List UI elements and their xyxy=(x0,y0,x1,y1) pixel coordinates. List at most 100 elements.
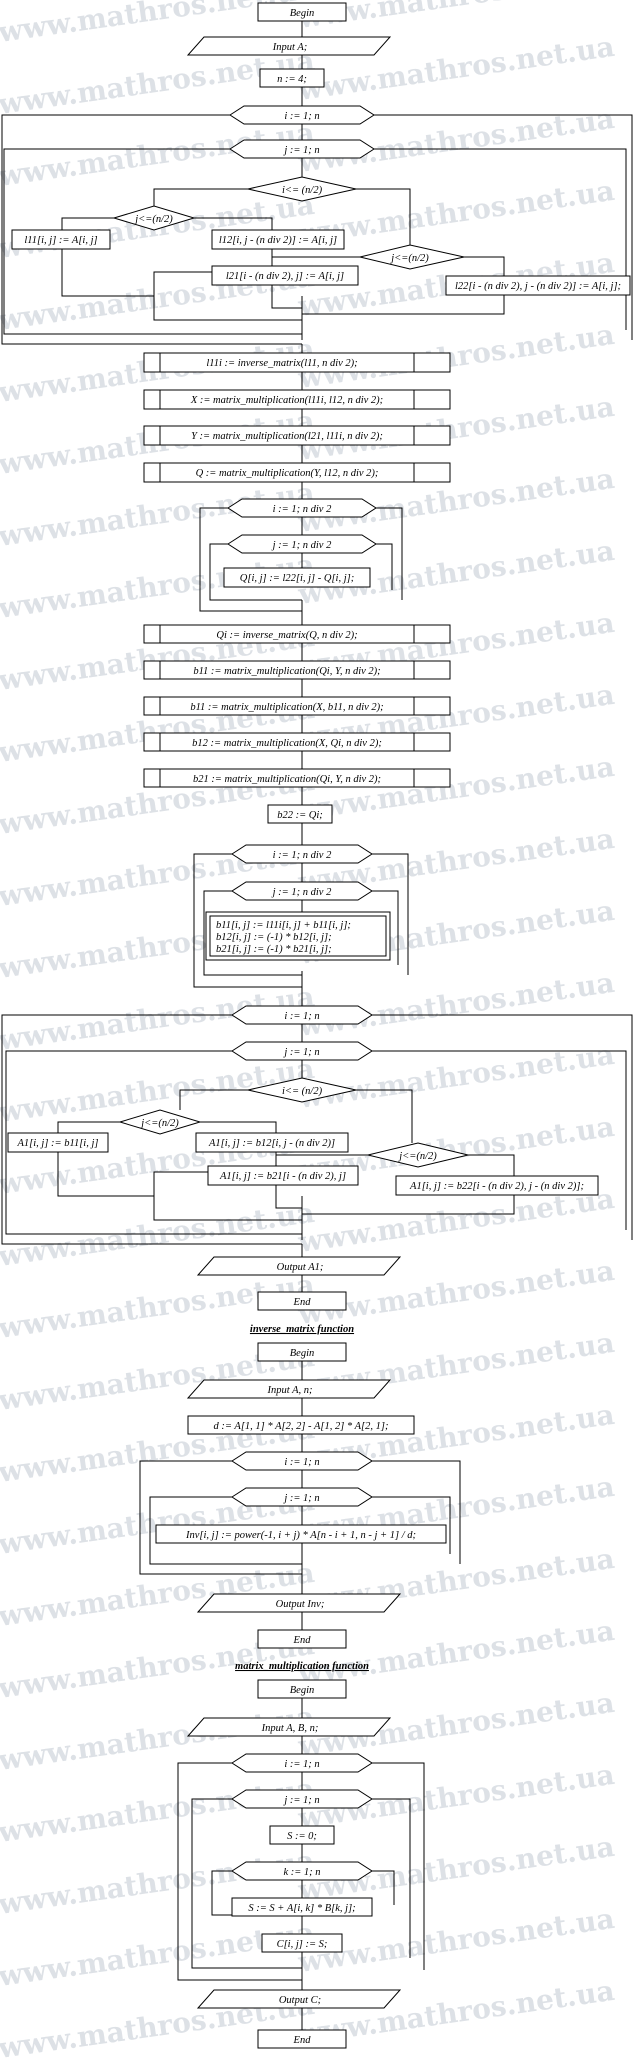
output-io xyxy=(196,1256,402,1276)
l12-label: l12[i, j - (n div 2)] := A[i, j] xyxy=(219,235,337,246)
loop-j3-label: j := 1; n div 2 xyxy=(271,887,332,898)
inverse-matrix-flowchart: inverse_matrix function Begin Input A, n… xyxy=(155,1324,447,1649)
b22-label: b22 := Qi; xyxy=(277,810,323,821)
cond-j-left-decision xyxy=(112,205,196,231)
loop-i3-label: i := 1; n div 2 xyxy=(273,850,332,861)
mult-s0-process xyxy=(269,1825,335,1845)
mult-input-label: Input A, B, n; xyxy=(261,1723,319,1734)
b-update-line-0: b11[i, j] := l11i[i, j] + b11[i, j]; xyxy=(216,920,351,931)
cond-i-label: i<= (n/2) xyxy=(282,185,323,196)
b-update-line-1: b12[i, j] := (-1) * b12[i, j]; xyxy=(216,932,332,943)
a1-11-label: A1[i, j] := b11[i, j] xyxy=(17,1138,99,1149)
b-update-inner xyxy=(209,915,387,957)
end-label: End xyxy=(293,1297,312,1308)
mult-output xyxy=(196,1989,402,2009)
loop-i3 xyxy=(231,844,373,864)
l22-process xyxy=(445,275,631,296)
b21-label: b21 := matrix_multiplication(Qi, Y, n di… xyxy=(193,774,381,785)
mult-c-label: C[i, j] := S; xyxy=(277,1939,328,1950)
mult-end-label: End xyxy=(293,2035,312,2046)
mult-output-label: Output C; xyxy=(279,1995,321,2006)
cond-j4-right-decision xyxy=(367,1142,469,1168)
b11b-label: b11 := matrix_multiplication(X, b11, n d… xyxy=(190,702,383,713)
loop-i4 xyxy=(231,1005,373,1025)
mult-heading: matrix_multiplication function xyxy=(235,1661,369,1672)
inverse-loop-j-label: j := 1; n xyxy=(282,1493,319,1504)
inverse-output xyxy=(196,1593,402,1613)
connector-lines xyxy=(1,21,633,2030)
b11b-process xyxy=(143,696,451,716)
l11i-process xyxy=(143,352,451,373)
b12-process xyxy=(143,732,451,752)
cond-i4-label: i<= (n/2) xyxy=(282,1086,323,1097)
begin-label: Begin xyxy=(290,8,315,19)
x-label: X := matrix_multiplication(l11i, l12, n … xyxy=(190,395,383,406)
loop-j2 xyxy=(227,534,377,554)
qi-process xyxy=(143,624,451,644)
loop-j4 xyxy=(231,1041,373,1061)
a1-11-process xyxy=(7,1132,109,1153)
output-label: Output A1; xyxy=(277,1262,324,1273)
a1-21-process xyxy=(207,1165,359,1186)
b21-process xyxy=(143,768,451,788)
mult-s0-label: S := 0; xyxy=(287,1831,317,1842)
q-update-label: Q[i, j] := l22[i, j] - Q[i, j]; xyxy=(240,573,354,584)
b22-process xyxy=(267,804,333,824)
inverse-output-label: Output Inv; xyxy=(276,1599,325,1610)
a1-22-process xyxy=(395,1175,599,1196)
loop-i1 xyxy=(229,105,375,125)
inverse-inv-process xyxy=(155,1524,447,1544)
inverse-heading: inverse_matrix function xyxy=(250,1324,354,1335)
loop-i1-label: i := 1; n xyxy=(284,111,319,122)
l12-process xyxy=(211,229,345,250)
mult-loop-i xyxy=(231,1753,373,1773)
begin-terminator xyxy=(257,2,347,22)
cond-j-right-decision xyxy=(359,244,465,270)
a1-22-label: A1[i, j] := b22[i - (n div 2), j - (n di… xyxy=(409,1181,584,1192)
l21-process xyxy=(211,265,359,286)
cond-j4-right-label: j<=(n/2) xyxy=(397,1151,437,1162)
loop-j2-label: j := 1; n div 2 xyxy=(271,540,332,551)
inverse-begin-label: Begin xyxy=(290,1348,315,1359)
l11-label: l11[i, j] := A[i, j] xyxy=(24,235,97,246)
mult-loop-i-label: i := 1; n xyxy=(284,1759,319,1770)
inverse-input xyxy=(186,1379,392,1399)
inverse-d-label: d := A[1, 1] * A[2, 2] - A[1, 2] * A[2, … xyxy=(214,1421,389,1432)
l22-label: l22[i - (n div 2), j - (n div 2)] := A[i… xyxy=(455,281,621,292)
loop-j1-label: j := 1; n xyxy=(282,145,319,156)
inverse-begin xyxy=(257,1342,347,1362)
l11-process xyxy=(11,229,111,250)
mult-loop-k-label: k := 1; n xyxy=(283,1867,320,1878)
a1-12-label: A1[i, j] := b12[i, j - (n div 2)] xyxy=(208,1138,335,1149)
inverse-inv-label: Inv[i, j] := power(-1, i + j) * A[n - i … xyxy=(185,1530,416,1541)
matrix-multiplication-flowchart: matrix_multiplication function Begin Inp… xyxy=(186,1661,402,2049)
cond-i4-decision xyxy=(247,1077,357,1103)
loop-j4-label: j := 1; n xyxy=(282,1047,319,1058)
input-io xyxy=(186,36,392,56)
mult-loop-k xyxy=(231,1861,373,1881)
loop-j3 xyxy=(231,881,373,901)
loop-i2-label: i := 1; n div 2 xyxy=(273,504,332,515)
q-process xyxy=(143,462,451,483)
mult-input xyxy=(186,1717,392,1737)
input-label: Input A; xyxy=(272,42,308,53)
mult-end xyxy=(257,2029,347,2049)
l11i-label: l11i := inverse_matrix(l11, n div 2); xyxy=(206,358,357,369)
inverse-d-process xyxy=(187,1415,415,1435)
mult-c-process xyxy=(261,1933,343,1953)
loop-i4-label: i := 1; n xyxy=(284,1011,319,1022)
loop-j1 xyxy=(229,139,375,159)
mult-loop-j-label: j := 1; n xyxy=(282,1795,319,1806)
b11a-label: b11 := matrix_multiplication(Qi, Y, n di… xyxy=(193,666,380,677)
q-label: Q := matrix_multiplication(Y, l12, n div… xyxy=(196,468,379,479)
mult-sacc-process xyxy=(231,1897,373,1917)
qi-label: Qi := inverse_matrix(Q, n div 2); xyxy=(216,630,357,641)
main-flowchart: Begin Input A; n := 4; i := 1; n j := 1;… xyxy=(7,2,631,1311)
b12-label: b12 := matrix_multiplication(X, Qi, n di… xyxy=(192,738,382,749)
end-terminator xyxy=(257,1291,347,1311)
cond-j-right-label: j<=(n/2) xyxy=(389,253,429,264)
mult-loop-j xyxy=(231,1789,373,1809)
b-update-line-2: b21[i, j] := (-1) * b21[i, j]; xyxy=(216,944,332,955)
a1-21-label: A1[i, j] := b21[i - (n div 2), j] xyxy=(219,1171,346,1182)
loop-i2 xyxy=(227,498,377,518)
